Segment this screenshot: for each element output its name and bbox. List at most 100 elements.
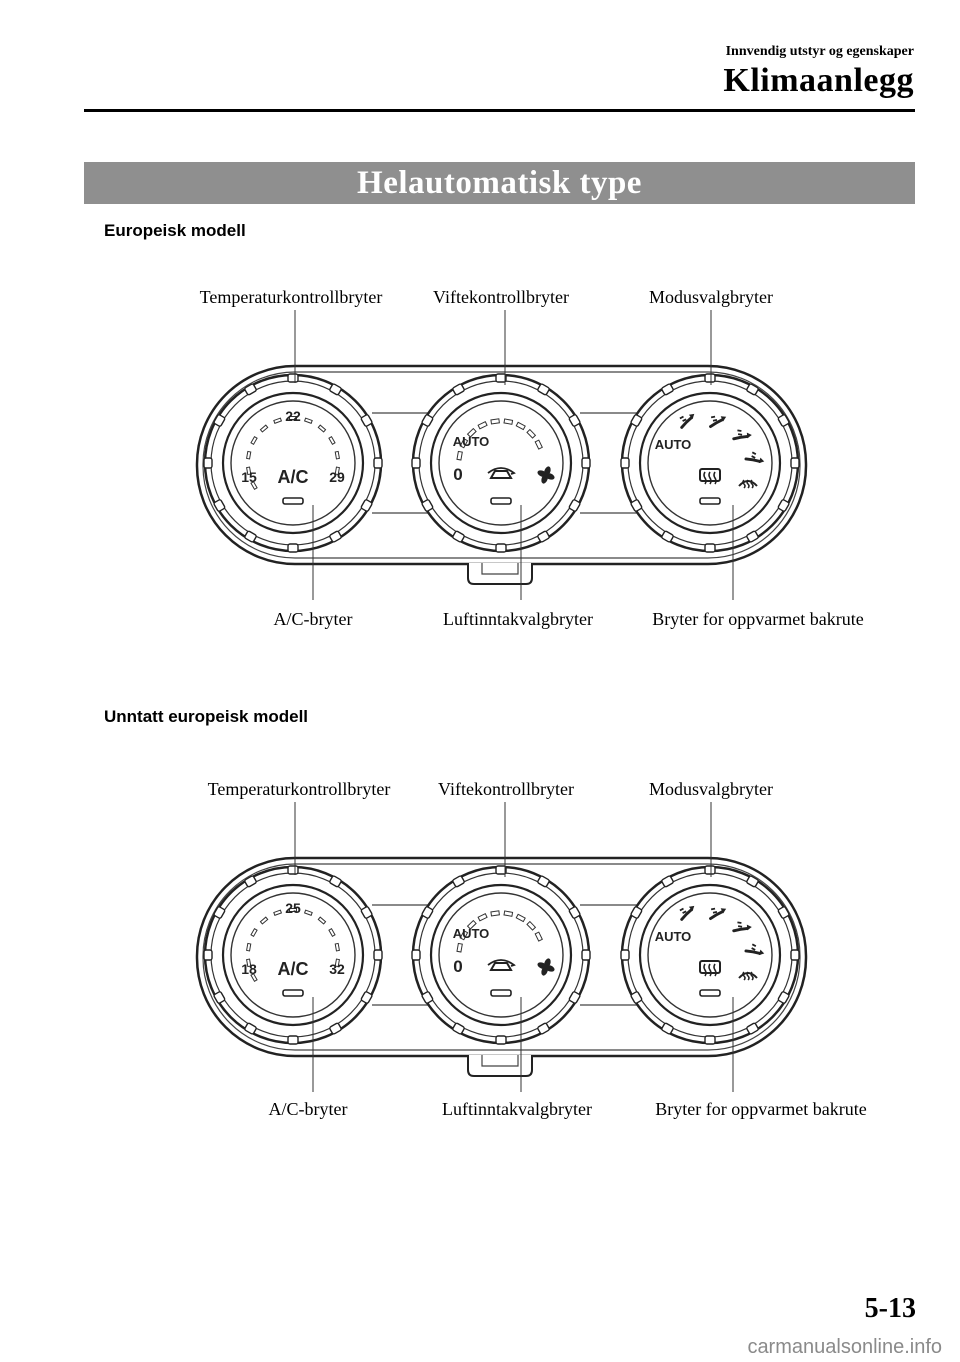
fan-icon — [537, 958, 555, 976]
temperature-scale-mark — [246, 466, 252, 476]
temperature-scale-mark — [246, 942, 252, 952]
temperature-scale-mark — [273, 417, 283, 424]
fan-speed-mark — [534, 931, 543, 942]
fan-speed-mark — [490, 910, 500, 917]
label-ac-switch: A/C-bryter — [273, 609, 353, 629]
push-button-indicator — [282, 497, 304, 505]
air-intake-icon — [487, 467, 516, 479]
climate-panel-1: 22 15 29 A/C AUTO 0 AUTO Temperaturkontrollbry… — [0, 280, 960, 680]
mode-dial: AUTO — [620, 373, 800, 553]
mode-dial: AUTO — [620, 865, 800, 1045]
push-button-indicator — [490, 989, 512, 997]
label-intake-switch: Luftinntakvalgbryter — [443, 609, 593, 629]
rear-defrost-icon — [699, 960, 721, 977]
header-rule — [84, 109, 915, 112]
temperature-scale-mark — [289, 416, 297, 420]
label-temperature-switch: Temperaturkontrollbryter — [199, 287, 383, 307]
fan-zero-label: 0 — [453, 465, 462, 484]
temperature-scale-mark — [246, 958, 252, 968]
temperature-scale-mark — [273, 909, 283, 916]
control-panel-illustration: 22 15 29 A/C AUTO 0 AUTO — [195, 310, 808, 600]
vent-icon — [744, 943, 765, 956]
fan-dial: AUTO 0 — [411, 373, 591, 553]
fan-speed-mark — [456, 942, 463, 953]
fan-speed-mark — [490, 418, 500, 425]
temp-mid-label: 22 — [285, 408, 301, 424]
temperature-scale-mark — [250, 928, 258, 937]
push-button-indicator — [282, 989, 304, 997]
fan-speed-mark — [515, 421, 526, 431]
temperature-scale-mark — [250, 973, 258, 982]
vent-icon — [679, 413, 695, 429]
push-button-indicator — [699, 497, 721, 505]
page-number: 5-13 — [864, 1293, 916, 1324]
fan-speed-mark — [503, 910, 514, 917]
air-intake-icon — [487, 959, 516, 971]
fan-speed-mark — [459, 930, 469, 941]
vent-icon — [744, 451, 765, 464]
panel-2-heading: Unntatt europeisk modell — [104, 707, 309, 726]
temp-low-label: 18 — [241, 961, 257, 977]
label-mode-switch: Modusvalgbryter — [649, 287, 773, 307]
label-ac-switch: A/C-bryter — [268, 1099, 348, 1119]
temp-high-label: 29 — [329, 469, 345, 485]
label-rear-defrost-switch: Bryter for oppvarmet bakrute — [655, 1099, 867, 1119]
panel-housing-inner — [202, 371, 801, 559]
fan-auto-label: AUTO — [453, 434, 490, 449]
ac-label: A/C — [278, 959, 309, 979]
temperature-scale-mark — [334, 466, 340, 476]
temperature-scale-mark — [259, 424, 269, 433]
vent-icon — [709, 907, 727, 921]
temperature-scale-mark — [317, 424, 327, 433]
temperature-scale-mark — [250, 481, 258, 490]
running-header-subtitle: Innvendig utstyr og egenskaper — [725, 44, 914, 59]
temperature-scale-mark — [328, 928, 336, 937]
windshield-defrost-icon — [738, 971, 758, 981]
temperature-scale-mark — [289, 908, 297, 912]
fan-speed-mark — [456, 450, 463, 461]
fan-speed-mark — [515, 913, 526, 923]
push-button-indicator — [490, 497, 512, 505]
temperature-scale-mark — [328, 436, 336, 445]
windshield-defrost-icon — [738, 479, 758, 489]
label-rear-defrost-switch: Bryter for oppvarmet bakrute — [652, 609, 864, 629]
panel-drawing: 22 15 29 A/C AUTO 0 AUTO — [195, 310, 808, 600]
temp-mid-label: 25 — [285, 900, 301, 916]
temperature-scale-mark — [303, 909, 313, 916]
temperature-scale-mark — [250, 436, 258, 445]
vent-icon — [732, 429, 752, 441]
mode-auto-label: AUTO — [655, 929, 692, 944]
fan-speed-mark — [466, 427, 477, 438]
fan-speed-mark — [477, 913, 488, 922]
fan-speed-mark — [526, 920, 537, 931]
fan-speed-mark — [477, 421, 488, 430]
vent-icon — [709, 415, 727, 429]
fan-speed-mark — [466, 919, 477, 930]
temperature-dial: 22 15 29 A/C — [203, 373, 383, 553]
panel-1-heading: Europeisk modell — [104, 221, 246, 240]
watermark: carmanualsonline.info — [747, 1336, 942, 1358]
section-banner: Helautomatisk type — [84, 162, 915, 204]
temperature-scale-mark — [334, 942, 340, 952]
label-temperature-switch: Temperaturkontrollbryter — [207, 779, 391, 799]
fan-auto-label: AUTO — [453, 926, 490, 941]
fan-speed-mark — [459, 438, 469, 449]
temperature-scale-mark — [334, 450, 340, 460]
label-fan-switch: Viftekontrollbryter — [438, 779, 574, 799]
temperature-scale-mark — [334, 958, 340, 968]
vent-icon — [732, 921, 752, 933]
label-fan-switch: Viftekontrollbryter — [433, 287, 569, 307]
temperature-scale-mark — [246, 450, 252, 460]
panel-housing-inner — [202, 863, 801, 1051]
temp-low-label: 15 — [241, 469, 257, 485]
vent-icon — [679, 905, 695, 921]
running-header-title: Klimaanlegg — [723, 62, 914, 99]
fan-speed-mark — [503, 418, 514, 425]
push-button-indicator — [699, 989, 721, 997]
ac-label: A/C — [278, 467, 309, 487]
label-intake-switch: Luftinntakvalgbryter — [442, 1099, 592, 1119]
